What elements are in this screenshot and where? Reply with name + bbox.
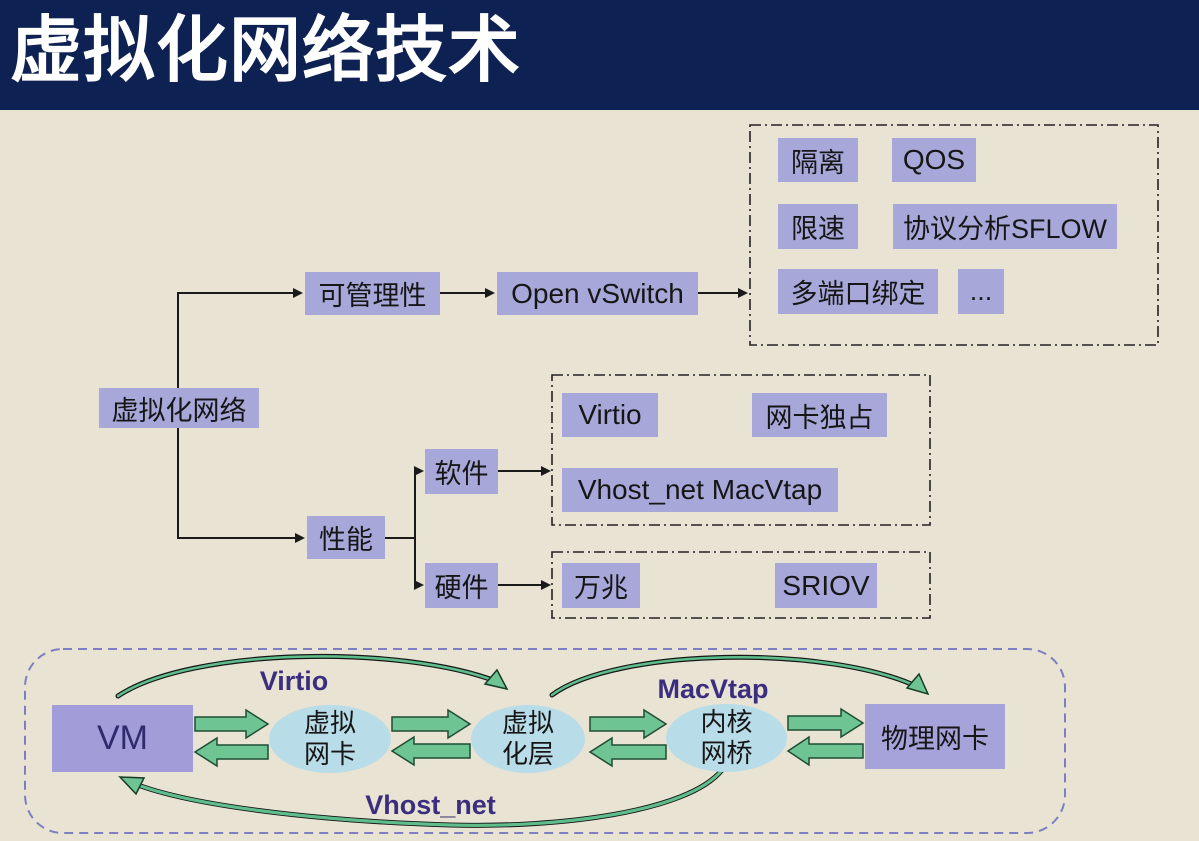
node-performance: 性能 [307,516,385,559]
vhost-net-arc-label: Vhost_net [365,790,496,820]
hardware-item-box: 万兆 [562,563,640,608]
macvtap-arc [550,656,922,697]
arrow-vnic-to-vm-icon [193,736,269,768]
node-manageability: 可管理性 [305,272,440,315]
node-root: 虚拟化网络 [99,388,259,428]
flow-container-border [24,648,1066,834]
arrow-vnic-to-vlayer-icon [391,708,472,740]
ovs-features-group-border [749,124,1159,346]
flow-physical-nic-box: 物理网卡 [865,704,1005,769]
software-item-box: 网卡独占 [752,393,887,437]
flow-virtual-nic-ellipse: 虚拟 网卡 [269,705,391,773]
software-item-box: Virtio [562,393,658,437]
macvtap-arrowhead-icon [905,672,930,696]
ovs-feature-box: 协议分析SFLOW [893,204,1117,249]
node-open-vswitch: Open vSwitch [497,272,698,315]
tree-arrowhead-icons [293,288,748,590]
macvtap-arc-label: MacVtap [657,674,769,704]
virtio-arc-label: Virtio [259,666,329,696]
software-group-border [551,374,931,526]
header-bar: 虚拟化网络技术 [0,0,1199,110]
flow-vm-box: VM [52,705,193,772]
vhost-net-arc [126,768,724,827]
node-software: 软件 [425,449,498,494]
software-item-box: Vhost_net MacVtap [562,468,838,512]
ovs-feature-box: 隔离 [778,138,858,182]
ovs-feature-box: QOS [892,138,976,182]
arrow-vm-to-vnic-icon [194,708,270,740]
flow-kernel-bridge-ellipse: 内核 网桥 [666,704,787,772]
hardware-group-border [551,551,931,619]
hardware-item-box: SRIOV [775,563,877,608]
flow-curved-arrowhead-icons [118,668,930,796]
virtio-arrowhead-icon [483,668,509,691]
arrow-vlayer-to-vnic-icon [390,735,471,767]
arrow-bridge-to-pnic-icon [787,707,865,739]
ovs-feature-box: 多端口绑定 [778,269,938,314]
arrow-bridge-to-vlayer-icon [588,736,667,768]
arrow-pnic-to-bridge-icon [786,735,864,767]
flow-virtualization-layer-ellipse: 虚拟 化层 [471,705,585,773]
flow-arrow-icons [193,707,865,768]
tree-connector-lines [177,292,739,586]
ovs-feature-box: ... [958,269,1004,314]
ovs-feature-box: 限速 [778,204,858,249]
page-title: 虚拟化网络技术 [10,11,522,91]
flow-curved-arrows [115,653,923,828]
arrow-vlayer-to-bridge-icon [589,708,668,740]
virtio-arc [116,655,500,698]
node-hardware: 硬件 [425,563,498,608]
vhost-net-arrowhead-icon [118,776,146,796]
